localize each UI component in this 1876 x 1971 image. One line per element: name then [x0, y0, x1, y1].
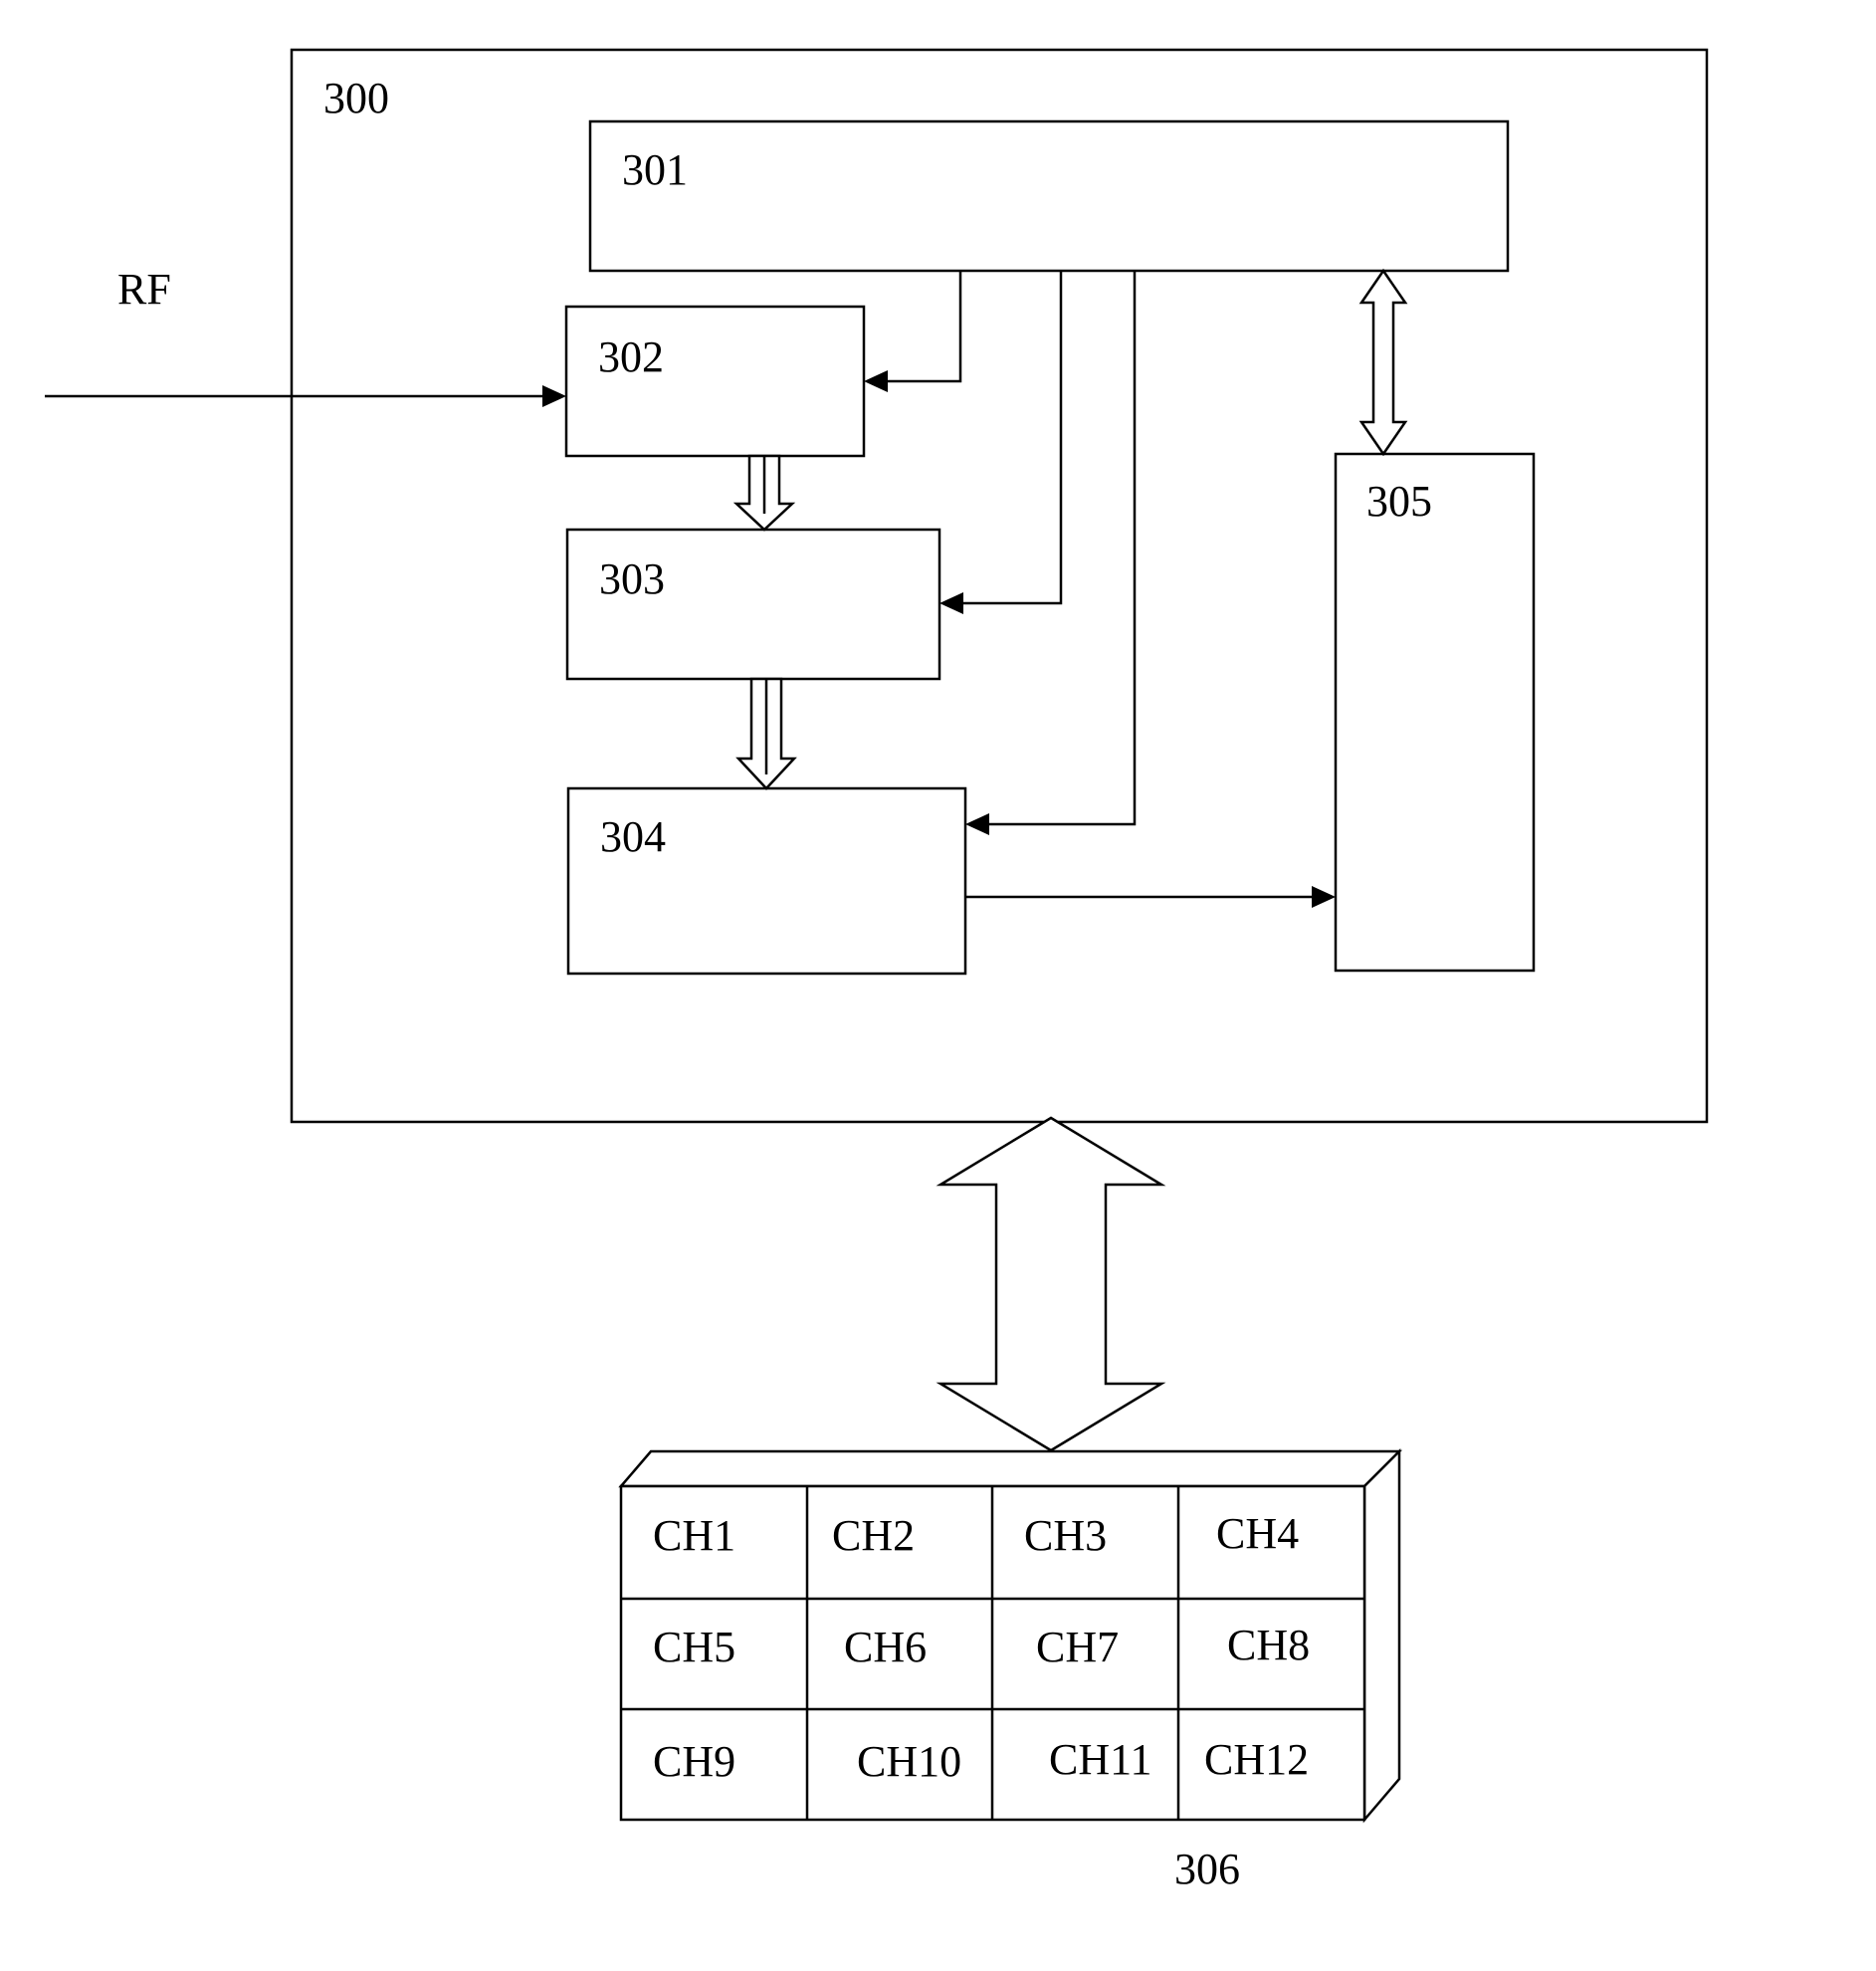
- channel-cell: CH1: [653, 1511, 735, 1560]
- channel-cell: CH7: [1036, 1623, 1119, 1671]
- bidirectional-arrow-300-306: [940, 1118, 1161, 1450]
- channel-cell: CH12: [1204, 1735, 1309, 1784]
- block-305: [1336, 454, 1534, 971]
- storage-306-top-face: [621, 1451, 1399, 1486]
- storage-306-side-face: [1364, 1451, 1399, 1820]
- channel-cell: CH9: [653, 1737, 735, 1786]
- channel-cell: CH4: [1216, 1509, 1299, 1558]
- channel-cell: CH8: [1227, 1621, 1310, 1669]
- block-301: [590, 121, 1508, 271]
- channel-cell: CH11: [1049, 1735, 1152, 1784]
- block-302: [566, 307, 864, 456]
- block-303-label: 303: [599, 554, 665, 603]
- channel-cell: CH5: [653, 1623, 735, 1671]
- channel-cell: CH6: [844, 1623, 927, 1671]
- block-302-label: 302: [598, 332, 664, 381]
- rf-input-label: RF: [117, 265, 171, 314]
- channel-cell: CH2: [832, 1511, 915, 1560]
- block-303: [567, 530, 939, 679]
- block-305-label: 305: [1366, 477, 1432, 526]
- channel-cell: CH3: [1024, 1511, 1107, 1560]
- device-300-label: 300: [323, 74, 389, 122]
- storage-306-label: 306: [1174, 1845, 1240, 1893]
- block-301-label: 301: [622, 145, 688, 194]
- block-304-label: 304: [600, 812, 666, 861]
- channel-cell: CH10: [857, 1737, 961, 1786]
